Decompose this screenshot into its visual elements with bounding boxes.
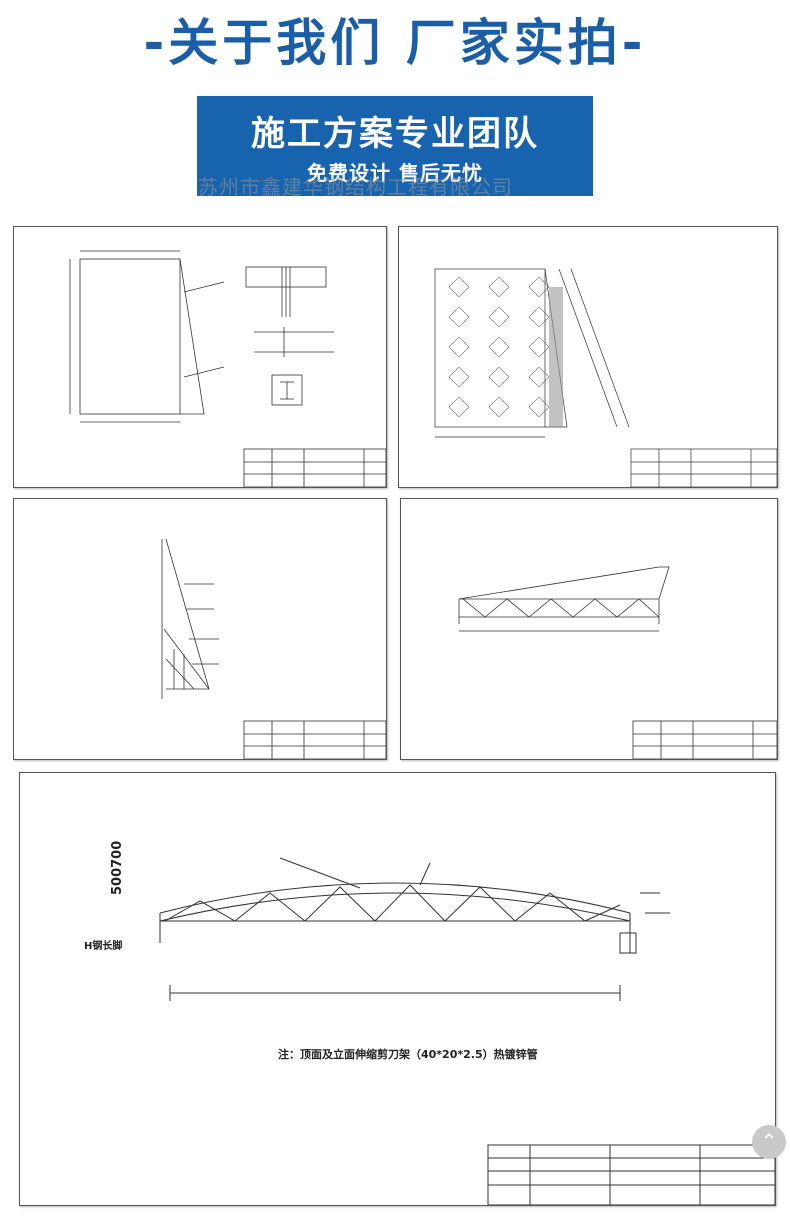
drawing-panel-section xyxy=(13,498,387,760)
drawing-panel-truss xyxy=(400,498,778,760)
height-dimension: 500700 xyxy=(110,840,125,895)
drawing-panel-elevation xyxy=(398,226,778,488)
side-label: H钢长脚 xyxy=(84,941,123,952)
banner-subline: 免费设计 售后无忧 xyxy=(307,161,483,185)
company-watermark: 苏州市鑫建华钢结构工程有限公司 xyxy=(198,175,513,199)
roof-truss-drawing xyxy=(159,857,775,1205)
scroll-top-button[interactable]: ⌃ xyxy=(752,1125,786,1159)
drawing-note: 注：顶面及立面伸缩剪刀架（40*20*2.5）热镀锌管 xyxy=(278,1048,538,1061)
page-title: -关于我们 厂家实拍- xyxy=(143,14,647,72)
drawing-panel-plan xyxy=(13,226,387,488)
truss-drawing xyxy=(458,566,777,759)
elevation-drawing xyxy=(434,268,777,487)
plan-drawing xyxy=(69,250,386,487)
drawing-panel-roof-truss xyxy=(19,772,776,1206)
section-drawing xyxy=(161,538,386,759)
chevron-up-icon: ⌃ xyxy=(760,1129,778,1153)
banner: 施工方案专业团队 免费设计 售后无忧 xyxy=(197,96,593,196)
banner-headline: 施工方案专业团队 xyxy=(251,114,539,154)
